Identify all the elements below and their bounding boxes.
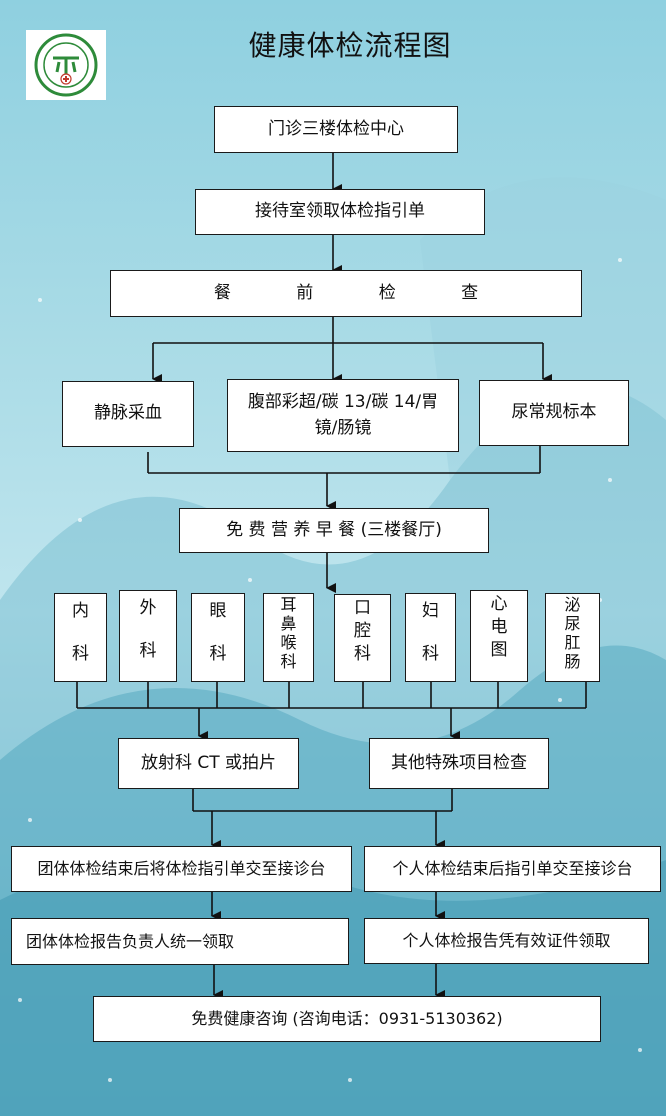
step-special-exams: 其他特殊项目检查 [369,738,549,789]
item-venous-blood: 静脉采血 [62,381,194,447]
step-reception-guide: 接待室领取体检指引单 [195,189,485,235]
step-radiology: 放射科 CT 或拍片 [118,738,299,789]
hospital-seal-icon [34,33,98,97]
dept-urology-anorectal: 泌尿肛肠 [545,593,600,682]
step-group-report-pickup: 团体体检报告负责人统一领取 [11,918,349,965]
hospital-logo [26,30,106,100]
dept-stomatology: 口腔科 [334,594,391,682]
step-checkup-center: 门诊三楼体检中心 [214,106,458,153]
step-personal-return-guide: 个人体检结束后指引单交至接诊台 [364,846,661,892]
dept-internal-medicine: 内科 [54,593,107,682]
dept-ent: 耳鼻喉科 [263,593,314,682]
item-ultrasound-endoscopy: 腹部彩超/碳 13/碳 14/胃镜/肠镜 [227,379,459,452]
item-urine-sample: 尿常规标本 [479,380,629,446]
page-title: 健康体检流程图 [248,29,452,62]
dept-ophthalmology: 眼科 [191,593,245,682]
step-group-return-guide: 团体体检结束后将体检指引单交至接诊台 [11,846,352,892]
dept-surgery: 外科 [119,590,177,682]
step-personal-report-pickup: 个人体检报告凭有效证件领取 [364,918,649,964]
step-free-health-consultation: 免费健康咨询 (咨询电话：0931-5130362) [93,996,601,1042]
step-free-breakfast: 免 费 营 养 早 餐 (三楼餐厅) [179,508,489,553]
dept-ecg: 心电图 [470,590,528,682]
dept-gynecology: 妇科 [405,593,456,682]
step-pre-meal-exam: 餐 前 检 查 [110,270,582,317]
